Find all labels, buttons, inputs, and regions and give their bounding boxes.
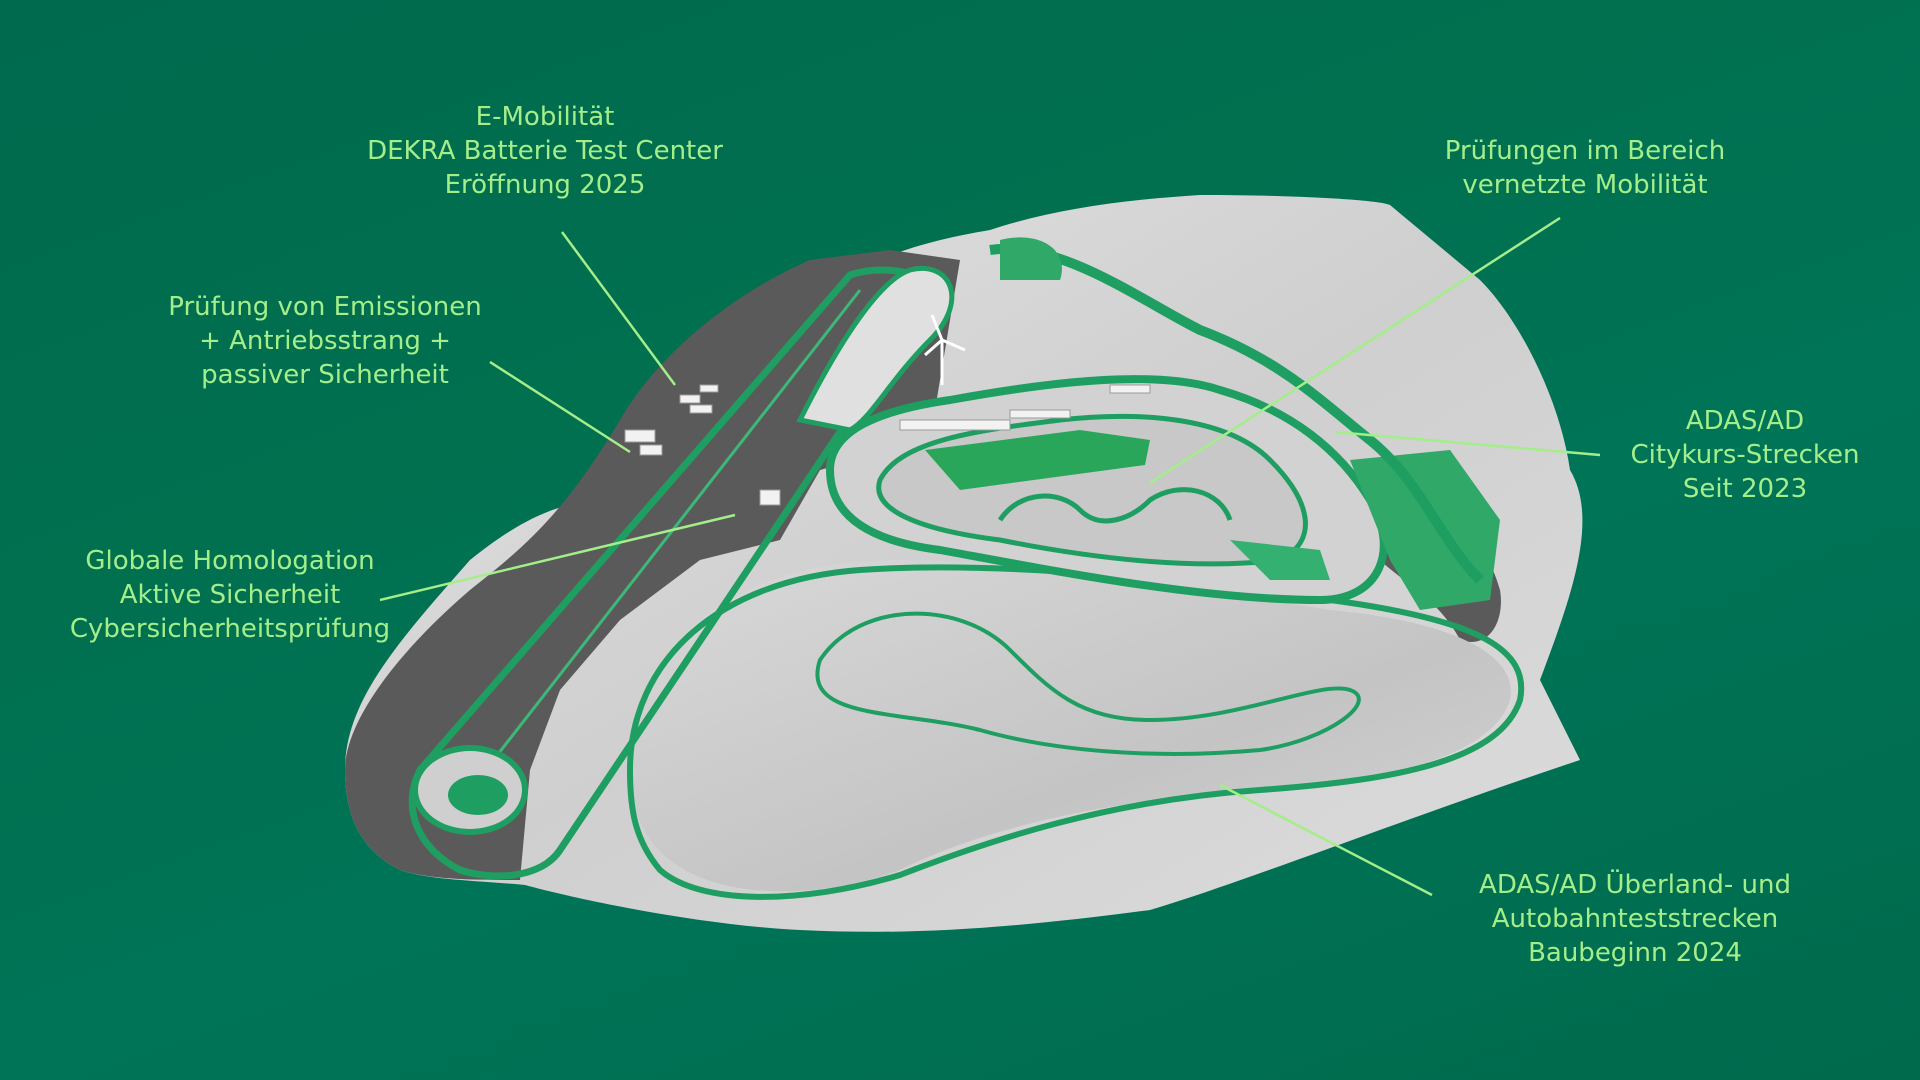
leader-emobility	[560, 231, 677, 386]
leader-lines	[379, 216, 1601, 897]
leader-connected	[1149, 216, 1561, 485]
buildings	[624, 384, 1151, 506]
label-emissions-line1: Prüfung von Emissionen	[168, 292, 482, 322]
outer-track	[626, 564, 1525, 900]
long-straight-inner	[468, 289, 862, 791]
label-emissions-line3: passiver Sicherheit	[201, 360, 449, 390]
label-highway-line3: Baubeginn 2024	[1528, 938, 1742, 968]
label-citykurs-line2: Citykurs-Strecken	[1630, 440, 1860, 470]
label-emobility-line3: Eröffnung 2025	[444, 170, 646, 200]
handling-track-curves	[997, 487, 1233, 524]
leader-emissions	[489, 360, 631, 454]
label-highway-line2: Autobahnteststrecken	[1491, 904, 1779, 934]
label-homologation-line3: Cybersicherheitsprüfung	[69, 614, 391, 644]
green-pad-south	[1230, 540, 1330, 580]
inner-loop-track	[815, 611, 1361, 756]
label-connected-line2: vernetzte Mobilität	[1462, 170, 1708, 200]
label-homologation: Globale Homologation Aktive Sicherheit C…	[50, 544, 410, 646]
label-connected-line1: Prüfungen im Bereich	[1444, 136, 1726, 166]
label-connected-mobility: Prüfungen im Bereich vernetzte Mobilität	[1390, 134, 1780, 202]
label-emobility-line1: E-Mobilität	[475, 102, 615, 132]
label-citykurs-line1: ADAS/AD	[1685, 406, 1805, 436]
label-homologation-line1: Globale Homologation	[85, 546, 375, 576]
green-pad-center	[925, 430, 1150, 490]
north-loop	[796, 266, 955, 433]
label-highway: ADAS/AD Überland- und Autobahnteststreck…	[1440, 868, 1830, 970]
leader-highway	[1219, 783, 1433, 897]
leader-citykurs	[1334, 430, 1601, 457]
dynamics-field	[632, 560, 1511, 892]
label-highway-line1: ADAS/AD Überland- und	[1479, 870, 1791, 900]
label-emissions: Prüfung von Emissionen + Antriebsstrang …	[150, 290, 500, 392]
green-citykurs	[1350, 450, 1500, 610]
west-roundel	[448, 775, 508, 815]
label-homologation-line2: Aktive Sicherheit	[119, 580, 341, 610]
label-emobility: E-Mobilität DEKRA Batterie Test Center E…	[345, 100, 745, 202]
ne-green-block	[1000, 237, 1062, 280]
label-emissions-line2: + Antriebsstrang +	[199, 326, 451, 356]
label-emobility-line2: DEKRA Batterie Test Center	[367, 136, 723, 166]
label-citykurs: ADAS/AD Citykurs-Strecken Seit 2023	[1600, 404, 1890, 506]
wind-turbine	[924, 314, 966, 385]
label-citykurs-line3: Seit 2023	[1682, 474, 1808, 504]
leader-homologation	[379, 513, 736, 602]
ne-track	[989, 243, 1484, 584]
